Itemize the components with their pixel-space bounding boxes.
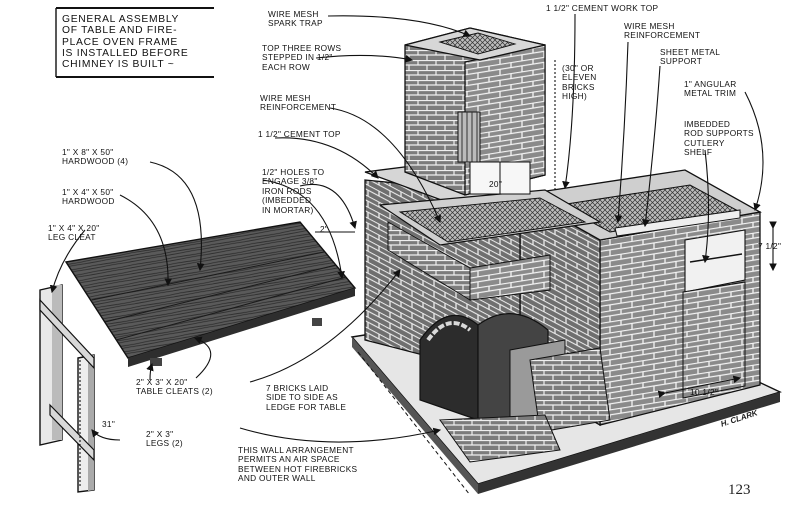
note-box-rules xyxy=(55,7,214,78)
label-rod-supports: IMBEDDED ROD SUPPORTS CUTLERY SHELF xyxy=(684,119,754,158)
page-number: 123 xyxy=(728,482,751,498)
label-spark-trap: WIRE MESH SPARK TRAP xyxy=(268,9,323,29)
label-leg-cleat: 1" x 4" x 20" LEG CLEAT xyxy=(48,223,100,243)
label-cement-work-top: 1 1/2" CEMENT WORK TOP xyxy=(546,3,659,13)
label-cement-top: 1 1/2" CEMENT TOP xyxy=(258,129,341,139)
label-hardwood-1: 1" x 4" x 50" HARDWOOD xyxy=(62,187,115,207)
label-dim-7-half: 7 1/2" xyxy=(758,241,782,251)
label-dim-31: 31" xyxy=(102,419,116,429)
label-top-rows: TOP THREE ROWS STEPPED IN 1/2" EACH ROW xyxy=(262,43,342,72)
label-hardwood-4: 1" x 8" x 50" HARDWOOD (4) xyxy=(62,147,129,167)
label-chimney-height: (30" OR ELEVEN BRICKS HIGH) xyxy=(562,63,597,102)
label-dim-2: 2" xyxy=(320,224,329,234)
label-legs: 2" x 3" LEGS (2) xyxy=(146,429,183,449)
work-block xyxy=(518,169,762,427)
assembly-note: GENERAL ASSEMBLY OF TABLE AND FIRE- PLAC… xyxy=(62,14,189,71)
label-dim-20: 20" xyxy=(489,179,503,189)
label-wall-arrangement: THIS WALL ARRANGEMENT PERMITS AN AIR SPA… xyxy=(238,445,358,484)
label-table-cleats: 2" x 3" x 20" TABLE CLEATS (2) xyxy=(136,377,213,397)
label-wire-mesh-left: WIRE MESH REINFORCEMENT xyxy=(260,93,337,113)
label-seven-bricks: 7 BRICKS LAID SIDE TO SIDE AS LEDGE FOR … xyxy=(266,383,347,412)
label-angular-trim: 1" ANGULAR METAL TRIM xyxy=(684,79,737,99)
label-sheet-metal: SHEET METAL SUPPORT xyxy=(660,47,721,67)
leader-lines xyxy=(49,13,777,488)
label-dim-10-half: 10 1/2" xyxy=(690,387,719,397)
label-wire-mesh-right: WIRE MESH REINFORCEMENT xyxy=(624,21,701,41)
chimney xyxy=(404,27,546,196)
folding-table xyxy=(39,221,357,493)
label-iron-holes: 1/2" HOLES TO ENGAGE 3/8" IRON RODS (IMB… xyxy=(262,167,325,215)
